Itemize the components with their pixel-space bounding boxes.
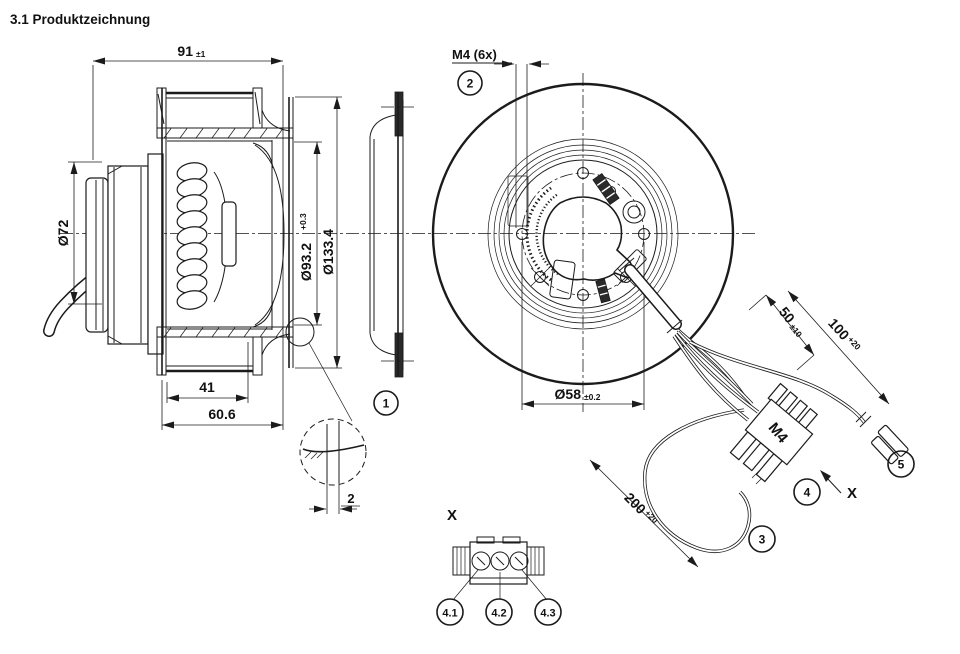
lead-loop	[643, 408, 767, 553]
side-view-dimensions: 91 ±1 Ø72 Ø93.2 +0.3 Ø133.4 41	[55, 43, 342, 430]
dim-60-6: 60.6	[208, 406, 235, 422]
dim-41: 41	[199, 379, 215, 395]
marker-4-3: 4.3	[534, 598, 562, 626]
hub-label-left	[549, 259, 576, 300]
dim-outer-diameter: Ø133.4	[320, 229, 336, 275]
detail-x-title: X	[447, 507, 457, 524]
pitch-circle-dimension: Ø58 ±0.2	[521, 242, 645, 410]
hub-grommet	[622, 200, 646, 224]
marker-3: 3	[748, 525, 776, 553]
hub-connector-strip	[592, 173, 620, 205]
impeller-housing	[156, 87, 294, 376]
flat-terminal	[871, 424, 909, 465]
inlet-ring-section: 1	[369, 91, 414, 416]
dim-inlet-diameter: Ø93.2	[298, 243, 314, 281]
view-direction-label: X	[847, 485, 857, 502]
view-direction-arrow: X	[820, 470, 857, 502]
detail-x-view: X	[436, 507, 562, 626]
dim-inlet-diameter-tol: +0.3	[298, 213, 308, 230]
lead-dimensions: 50 ±10 100 +20 200 +20	[589, 290, 890, 568]
svg-text:4: 4	[804, 486, 811, 500]
page-title: 3.1 Produktzeichnung	[10, 12, 151, 27]
terminal-screw-1	[471, 551, 491, 571]
screw-callout-label: M4 (6x)	[452, 47, 497, 62]
leads-assembly: 50 ±10 100 +20 200 +20	[589, 257, 915, 568]
hub-printed-text-2	[535, 193, 559, 275]
hub-connector-strip-2	[595, 278, 611, 304]
marker-5: 5	[887, 450, 915, 478]
impeller-blades	[176, 162, 237, 310]
marker-4-1: 4.1	[436, 598, 464, 626]
side-view: 91 ±1 Ø72 Ø93.2 +0.3 Ø133.4 41	[43, 43, 758, 514]
terminal-block: M4	[729, 382, 819, 483]
dim-91-tol: ±1	[196, 49, 206, 59]
svg-text:1: 1	[383, 397, 390, 411]
gap-detail: 2	[285, 317, 367, 514]
terminal-screw-2	[490, 551, 510, 571]
marker-4: 4	[793, 478, 821, 506]
front-view: M4 (6x) 2 Ø58 ±0.2	[431, 47, 735, 412]
main-cable	[618, 257, 760, 422]
svg-text:4.3: 4.3	[540, 608, 555, 620]
bolt-circle	[521, 172, 645, 296]
marker-4-2: 4.2	[485, 598, 513, 626]
housing-outer-circle	[431, 82, 735, 386]
dim-gap-2: 2	[347, 491, 354, 506]
terminal-screw-3	[509, 551, 529, 571]
svg-text:4.1: 4.1	[442, 608, 457, 620]
marker-2: 2	[457, 70, 483, 96]
hub-window	[507, 175, 529, 227]
ground-lead	[689, 340, 909, 465]
svg-text:2: 2	[467, 77, 474, 91]
svg-text:4.2: 4.2	[491, 608, 506, 620]
dim-motor-diameter: Ø72	[55, 220, 71, 247]
screw-callout: M4 (6x) 2	[452, 47, 549, 228]
dim-58: Ø58	[555, 386, 582, 402]
motor-outline	[85, 153, 164, 355]
hub-printed-text	[525, 186, 552, 282]
svg-text:5: 5	[898, 458, 905, 472]
dim-100-tol: +20	[846, 334, 863, 352]
marker-1: 1	[373, 390, 399, 416]
svg-text:3: 3	[759, 533, 766, 547]
dim-91: 91	[177, 43, 193, 59]
detail-x-connector	[452, 536, 545, 585]
dim-58-tol: ±0.2	[584, 392, 601, 402]
